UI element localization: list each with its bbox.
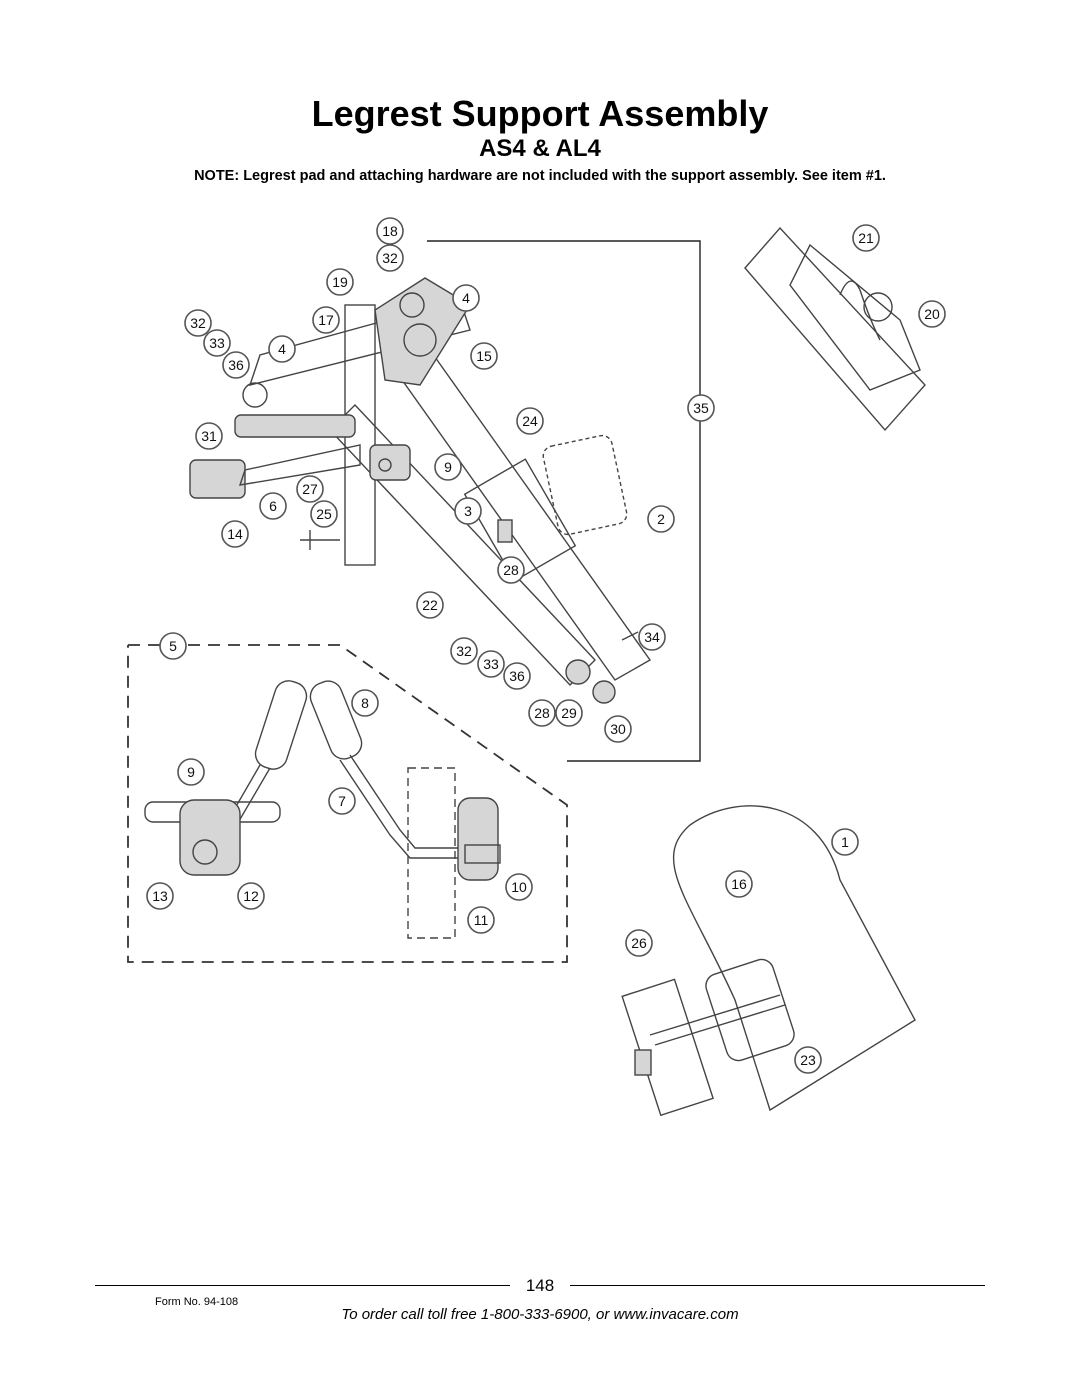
svg-text:6: 6 bbox=[269, 498, 277, 514]
assembly-note: NOTE: Legrest pad and attaching hardware… bbox=[194, 168, 886, 184]
detail-1-drawing bbox=[621, 805, 916, 1117]
svg-text:23: 23 bbox=[800, 1052, 816, 1068]
callout-8: 8 bbox=[351, 689, 379, 717]
svg-text:32: 32 bbox=[456, 643, 472, 659]
svg-text:4: 4 bbox=[462, 290, 470, 306]
callout-17: 17 bbox=[312, 306, 340, 334]
callout-14: 14 bbox=[221, 520, 249, 548]
svg-text:14: 14 bbox=[227, 526, 243, 542]
callout-28: 28 bbox=[528, 699, 556, 727]
svg-text:15: 15 bbox=[476, 348, 492, 364]
svg-text:21: 21 bbox=[858, 230, 874, 246]
callout-35: 35 bbox=[687, 394, 715, 422]
callout-36: 36 bbox=[222, 351, 250, 379]
svg-text:10: 10 bbox=[511, 879, 527, 895]
detail-21-20-drawing bbox=[744, 226, 926, 432]
svg-text:33: 33 bbox=[209, 335, 225, 351]
callout-5: 5 bbox=[159, 632, 187, 660]
svg-text:9: 9 bbox=[444, 459, 452, 475]
svg-text:32: 32 bbox=[382, 250, 398, 266]
svg-text:28: 28 bbox=[534, 705, 550, 721]
svg-text:3: 3 bbox=[464, 503, 472, 519]
svg-text:27: 27 bbox=[302, 481, 318, 497]
callout-31: 31 bbox=[195, 422, 223, 450]
form-number: Form No. 94-108 bbox=[155, 1296, 239, 1308]
svg-text:9: 9 bbox=[187, 764, 195, 780]
callout-12: 12 bbox=[237, 882, 265, 910]
svg-text:20: 20 bbox=[924, 306, 940, 322]
callout-28: 28 bbox=[497, 556, 525, 584]
callout-2: 2 bbox=[647, 505, 675, 533]
callout-19: 19 bbox=[326, 268, 354, 296]
svg-text:18: 18 bbox=[382, 223, 398, 239]
svg-text:34: 34 bbox=[644, 629, 660, 645]
callout-1: 1 bbox=[831, 828, 859, 856]
svg-text:35: 35 bbox=[693, 400, 709, 416]
svg-text:17: 17 bbox=[318, 312, 334, 328]
svg-text:1: 1 bbox=[841, 834, 849, 850]
svg-text:36: 36 bbox=[228, 357, 244, 373]
callout-32: 32 bbox=[450, 637, 478, 665]
callout-23: 23 bbox=[794, 1046, 822, 1074]
callout-3: 3 bbox=[454, 497, 482, 525]
page-number: 148 bbox=[525, 1276, 555, 1295]
callout-13: 13 bbox=[146, 882, 174, 910]
callout-9: 9 bbox=[434, 453, 462, 481]
svg-text:24: 24 bbox=[522, 413, 538, 429]
callout-18: 18 bbox=[376, 217, 404, 245]
callout-29: 29 bbox=[555, 699, 583, 727]
svg-text:36: 36 bbox=[509, 668, 525, 684]
svg-text:11: 11 bbox=[474, 912, 489, 928]
svg-text:29: 29 bbox=[561, 705, 577, 721]
svg-text:7: 7 bbox=[338, 793, 346, 809]
svg-text:32: 32 bbox=[190, 315, 206, 331]
footer-rule-left bbox=[95, 1285, 510, 1286]
page-title: Legrest Support Assembly bbox=[311, 93, 769, 134]
callout-7: 7 bbox=[328, 787, 356, 815]
page-subtitle: AS4 & AL4 bbox=[479, 135, 601, 162]
callout-33: 33 bbox=[203, 329, 231, 357]
svg-text:8: 8 bbox=[361, 695, 369, 711]
callout-21: 21 bbox=[852, 224, 880, 252]
callout-16: 16 bbox=[725, 870, 753, 898]
callout-4: 4 bbox=[452, 284, 480, 312]
callout-10: 10 bbox=[505, 873, 533, 901]
svg-text:28: 28 bbox=[503, 562, 519, 578]
callout-24: 24 bbox=[516, 407, 544, 435]
svg-text:4: 4 bbox=[278, 341, 286, 357]
svg-text:30: 30 bbox=[610, 721, 626, 737]
svg-text:26: 26 bbox=[631, 935, 647, 951]
callout-36: 36 bbox=[503, 662, 531, 690]
svg-text:25: 25 bbox=[316, 506, 332, 522]
callout-20: 20 bbox=[918, 300, 946, 328]
callout-34: 34 bbox=[638, 623, 666, 651]
svg-text:22: 22 bbox=[422, 597, 438, 613]
callout-32: 32 bbox=[184, 309, 212, 337]
svg-text:2: 2 bbox=[657, 511, 665, 527]
callout-27: 27 bbox=[296, 475, 324, 503]
callout-4: 4 bbox=[268, 335, 296, 363]
svg-text:5: 5 bbox=[169, 638, 177, 654]
callout-33: 33 bbox=[477, 650, 505, 678]
svg-text:13: 13 bbox=[152, 888, 168, 904]
callout-9: 9 bbox=[177, 758, 205, 786]
footer-rule-right bbox=[570, 1285, 985, 1286]
callout-25: 25 bbox=[310, 500, 338, 528]
order-info: To order call toll free 1-800-333-6900, … bbox=[341, 1306, 739, 1323]
svg-text:16: 16 bbox=[731, 876, 747, 892]
detail-5-drawing bbox=[127, 644, 568, 963]
callout-6: 6 bbox=[259, 492, 287, 520]
callout-32: 32 bbox=[376, 244, 404, 272]
svg-text:12: 12 bbox=[243, 888, 259, 904]
svg-text:33: 33 bbox=[483, 656, 499, 672]
callout-11: 11 bbox=[467, 906, 495, 934]
callout-22: 22 bbox=[416, 591, 444, 619]
svg-text:19: 19 bbox=[332, 274, 348, 290]
svg-text:31: 31 bbox=[201, 428, 217, 444]
callout-26: 26 bbox=[625, 929, 653, 957]
callout-30: 30 bbox=[604, 715, 632, 743]
callout-15: 15 bbox=[470, 342, 498, 370]
